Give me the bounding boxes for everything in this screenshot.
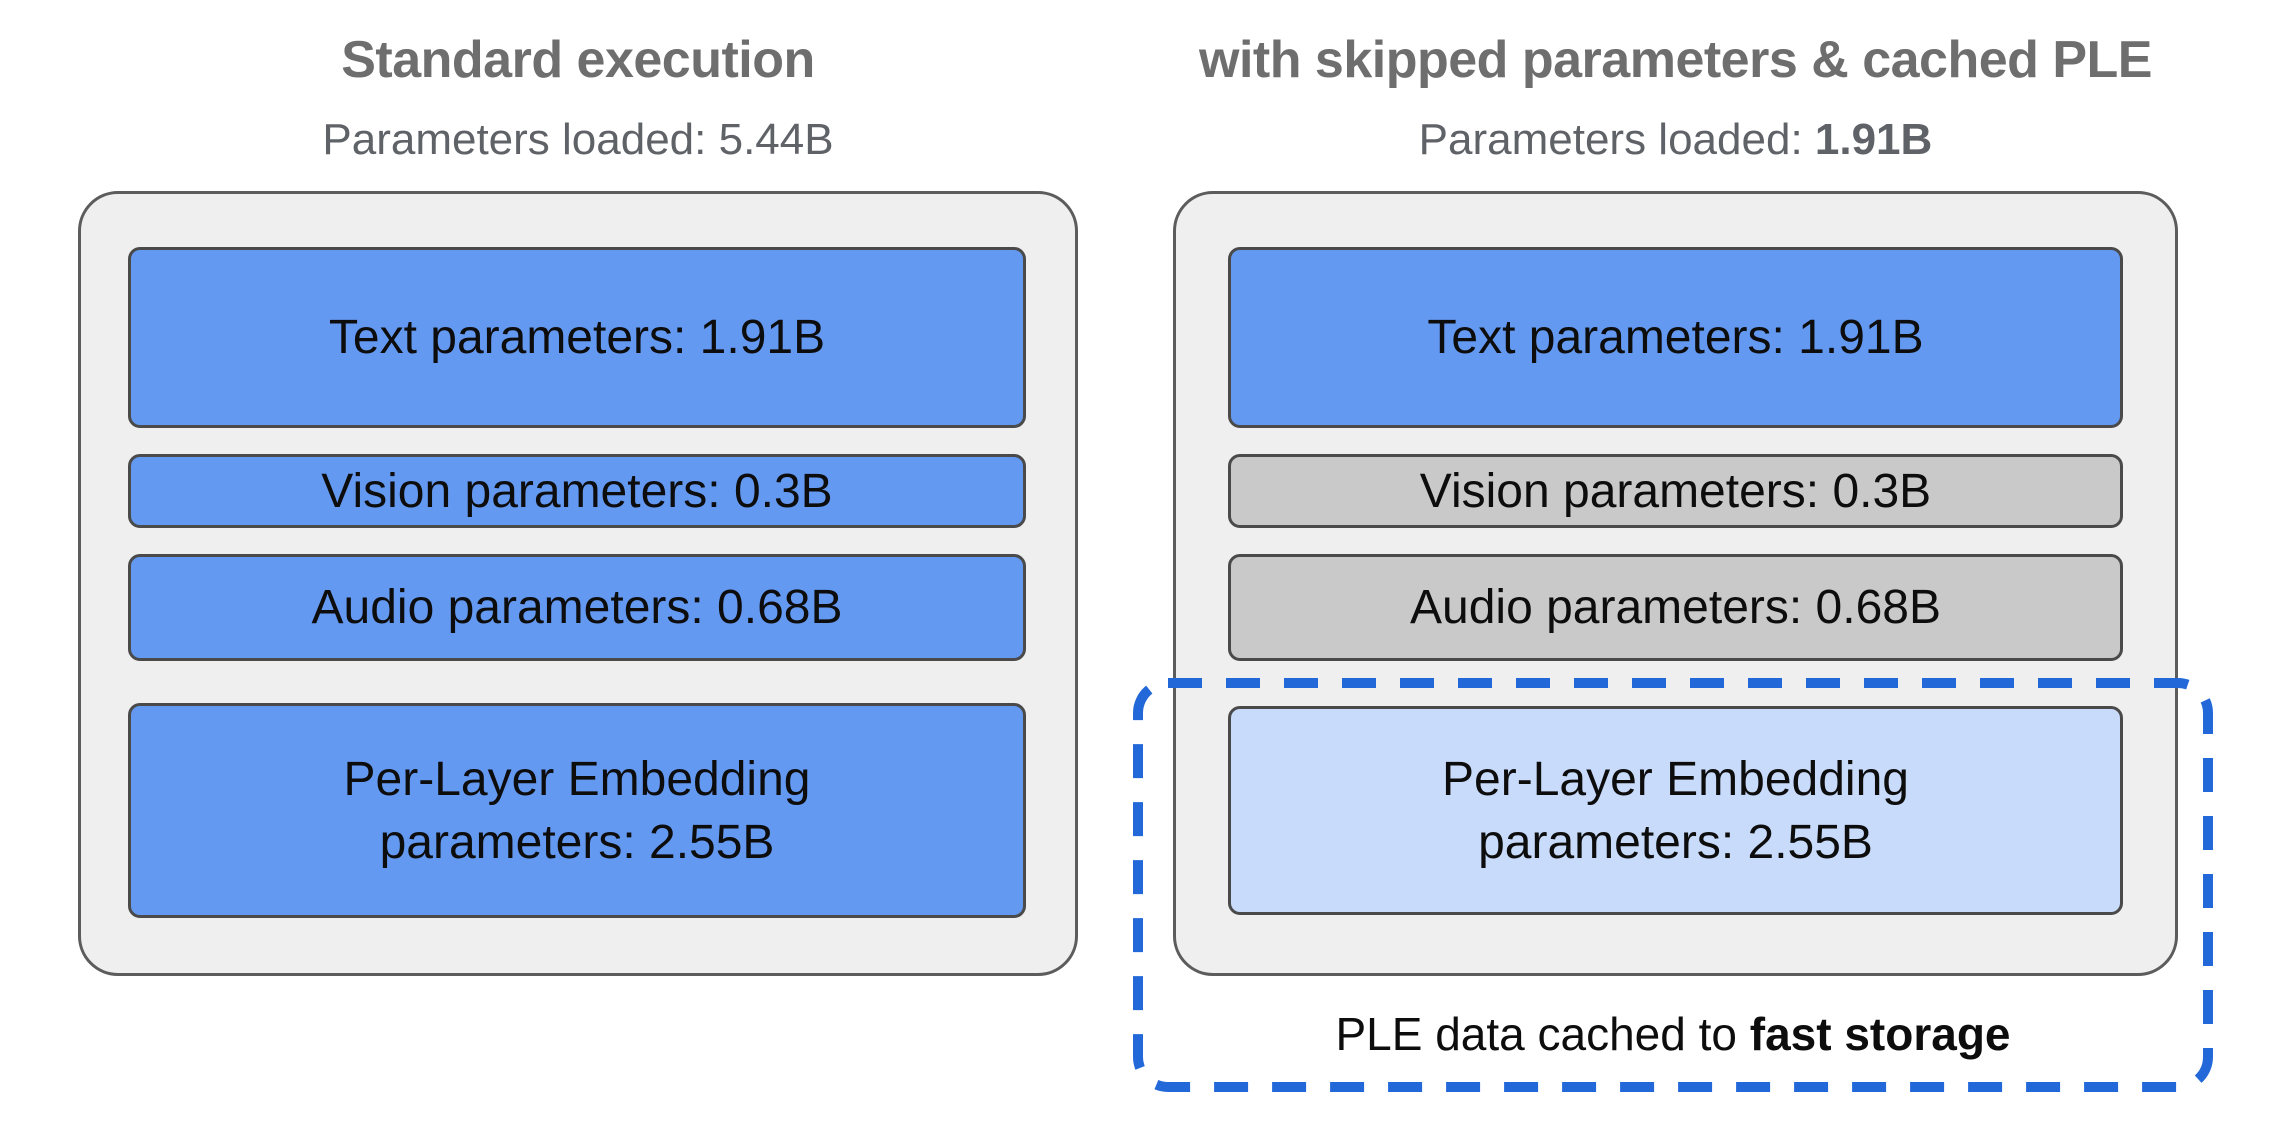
left-model-container: Text parameters: 1.91B Vision parameters… [78, 191, 1078, 976]
left-audio-parameters-label: Audio parameters: 0.68B [311, 581, 843, 634]
right-text-parameters-label: Text parameters: 1.91B [1427, 311, 1924, 364]
left-ple-parameters-label-line2: parameters: 2.55B [379, 815, 775, 869]
ple-cache-caption-bold: fast storage [1749, 1008, 2011, 1060]
left-subtitle-label: Parameters loaded: [322, 115, 719, 164]
left-vision-parameters-label: Vision parameters: 0.3B [321, 464, 833, 518]
left-ple-parameters-label-line1: Per-Layer Embedding [343, 752, 811, 806]
left-subtitle-value: 5.44B [718, 115, 834, 164]
ple-cache-dashed-outline [1133, 678, 2213, 1092]
right-text-parameters-box: Text parameters: 1.91B [1228, 247, 2123, 428]
left-panel-title: Standard execution [341, 31, 815, 89]
left-ple-parameters-box: Per-Layer Embedding parameters: 2.55B [128, 703, 1026, 918]
right-panel-subtitle: Parameters loaded: 1.91B [1173, 114, 2178, 166]
right-ple-parameters-box-cached: Per-Layer Embedding parameters: 2.55B [1228, 706, 2123, 915]
right-audio-parameters-box-skipped: Audio parameters: 0.68B [1228, 554, 2123, 661]
left-panel-subtitle: Parameters loaded: 5.44B [78, 114, 1078, 166]
right-model-container: Text parameters: 1.91B Vision parameters… [1173, 191, 2178, 976]
ple-cache-dashed-rect [1133, 678, 2213, 1092]
ple-cache-caption-prefix: PLE data cached to [1335, 1008, 1750, 1060]
right-vision-parameters-box-skipped: Vision parameters: 0.3B [1228, 454, 2123, 528]
right-vision-parameters-label: Vision parameters: 0.3B [1419, 464, 1932, 518]
left-text-parameters-label: Text parameters: 1.91B [328, 311, 826, 364]
right-ple-parameters-label-line1: Per-Layer Embedding [1442, 752, 1909, 806]
left-vision-parameters-box: Vision parameters: 0.3B [128, 454, 1026, 528]
right-audio-parameters-label: Audio parameters: 0.68B [1410, 581, 1941, 634]
right-subtitle-label: Parameters loaded: [1418, 115, 1815, 164]
ple-cache-caption: PLE data cached to fast storage [1133, 1006, 2213, 1062]
right-panel-title: with skipped parameters & cached PLE [1199, 31, 2153, 89]
right-ple-parameters-label-line2: parameters: 2.55B [1478, 815, 1873, 869]
left-text-parameters-box: Text parameters: 1.91B [128, 247, 1026, 428]
right-subtitle-value: 1.91B [1814, 115, 1933, 164]
left-audio-parameters-box: Audio parameters: 0.68B [128, 554, 1026, 661]
